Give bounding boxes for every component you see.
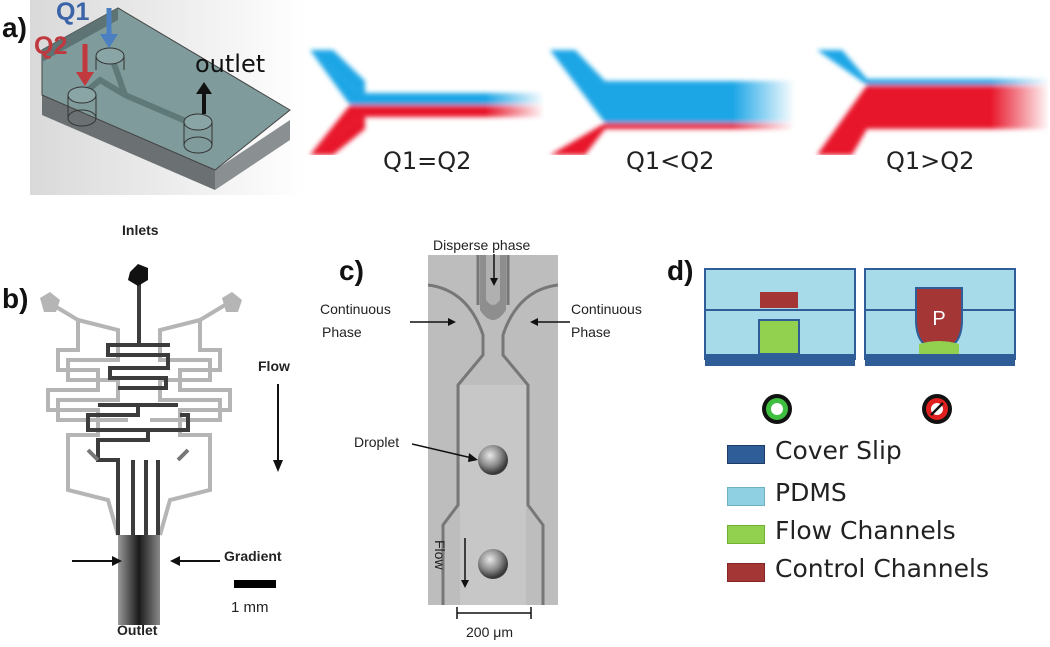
droplet-micrograph (428, 255, 558, 605)
scale-bar-b (234, 580, 276, 588)
legend-swatch-cover-slip (727, 445, 765, 464)
legend-swatch-pdms (727, 487, 765, 506)
panel-b-label: b) (2, 283, 29, 314)
continuous-right-line2: Phase (571, 324, 611, 340)
droplet-label: Droplet (354, 434, 400, 450)
panel-a-label: a) (2, 12, 27, 43)
gradient-label: Gradient (224, 548, 282, 564)
q2-label: Q2 (34, 32, 68, 60)
disperse-phase-label: Disperse phase (433, 237, 531, 253)
continuous-right-line1: Continuous (571, 301, 642, 317)
legend-label-flow-channels: Flow Channels (775, 516, 956, 545)
continuous-left-line2: Phase (322, 324, 362, 340)
legend-swatch-flow-channels (727, 525, 765, 544)
valve-closed-cross-section: P (864, 268, 1016, 366)
disperse-arrow (490, 254, 498, 286)
flow-arrow-c (461, 538, 469, 588)
valve-open-cross-section (704, 268, 856, 366)
outlet-label-b: Outlet (117, 622, 158, 638)
y-junction-q1-less (545, 45, 795, 155)
condition-q1-less: Q1<Q2 (626, 147, 715, 175)
legend-swatch-control-channels (727, 563, 765, 582)
condition-q1-greater: Q1>Q2 (886, 147, 975, 175)
continuous-right-arrow (530, 318, 570, 326)
scale-label-b: 1 mm (231, 599, 269, 616)
outlet-label: outlet (195, 50, 266, 78)
y-junction-equal (305, 45, 545, 155)
gradient-arrows (72, 556, 220, 566)
droplet-arrow (412, 443, 478, 462)
panel-c-label: c) (339, 255, 364, 286)
closed-valve-icon (922, 394, 952, 424)
valve-pressure-label: P (932, 308, 945, 330)
continuous-left-line1: Continuous (320, 301, 391, 317)
condition-equal: Q1=Q2 (383, 147, 472, 175)
legend-label-control-channels: Control Channels (775, 554, 989, 583)
flow-label-c: Flow (432, 540, 448, 570)
scale-label-c: 200 μm (466, 624, 513, 640)
q1-label: Q1 (56, 0, 90, 26)
flow-label-b: Flow (258, 358, 290, 374)
continuous-left-arrow (410, 318, 456, 326)
scale-bar-c (456, 607, 532, 619)
gradient-mixer-network (40, 264, 242, 625)
y-junction-q1-greater (812, 45, 1050, 155)
inlets-label: Inlets (122, 222, 159, 238)
legend-label-pdms: PDMS (775, 478, 847, 507)
panel-d-label: d) (667, 255, 694, 286)
legend-label-cover-slip: Cover Slip (775, 436, 902, 465)
open-valve-icon (762, 394, 792, 424)
chip-3d-illustration (30, 0, 305, 195)
flow-arrow-b (273, 384, 283, 472)
